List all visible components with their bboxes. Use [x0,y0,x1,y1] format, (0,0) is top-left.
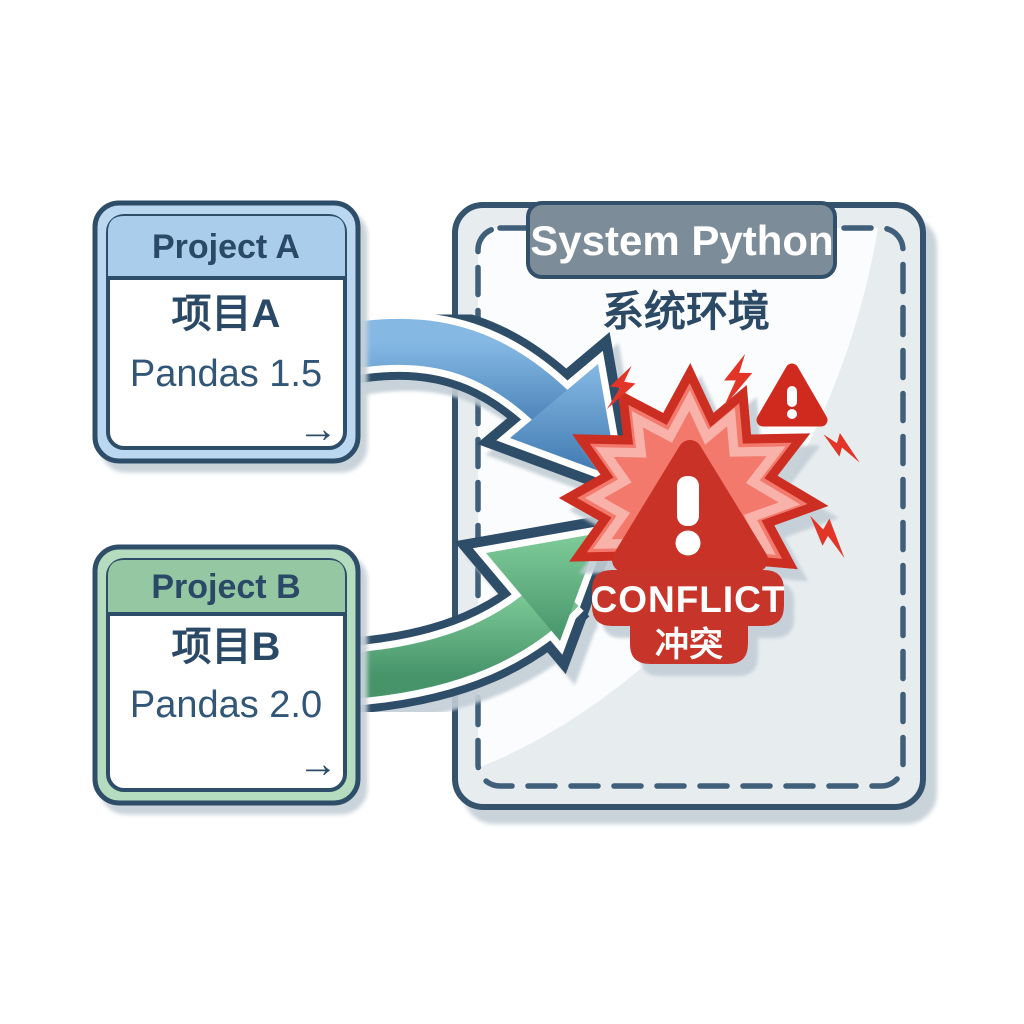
exclamation-dot [787,409,797,419]
card-title: Project A [152,228,300,266]
panel-subtitle-zh: 系统环境 [602,288,770,335]
card-name-zh: 项目A [172,292,281,336]
conflict-label-plaque: CONFLICT 冲突 [590,570,785,664]
exclamation-bar [677,476,699,526]
conflict-label-zh: 冲突 [655,626,723,664]
card-dependency: Pandas 2.0 [130,684,322,726]
card-name-zh: 项目B [172,625,281,669]
panel-title: System Python [530,217,833,264]
card-title: Project B [151,568,300,606]
card-dependency: Pandas 1.5 [130,353,322,395]
conflict-burst [558,363,829,635]
card-header [108,216,345,278]
warning-badge-icon [756,363,828,427]
conflict-label-en: CONFLICT [590,579,785,620]
arrow-right-icon: → [298,742,338,786]
plaque-shape [592,570,784,664]
exclamation-bar [787,386,797,407]
project-b-card: Project B 项目B Pandas 2.0 → [92,544,361,806]
arrow-right-icon: → [298,407,338,451]
exclamation-dot [675,530,701,556]
system-python-tab: System Python [526,201,837,279]
card-header [108,560,345,614]
project-a-card: Project A 项目A Pandas 1.5 → [92,200,361,464]
